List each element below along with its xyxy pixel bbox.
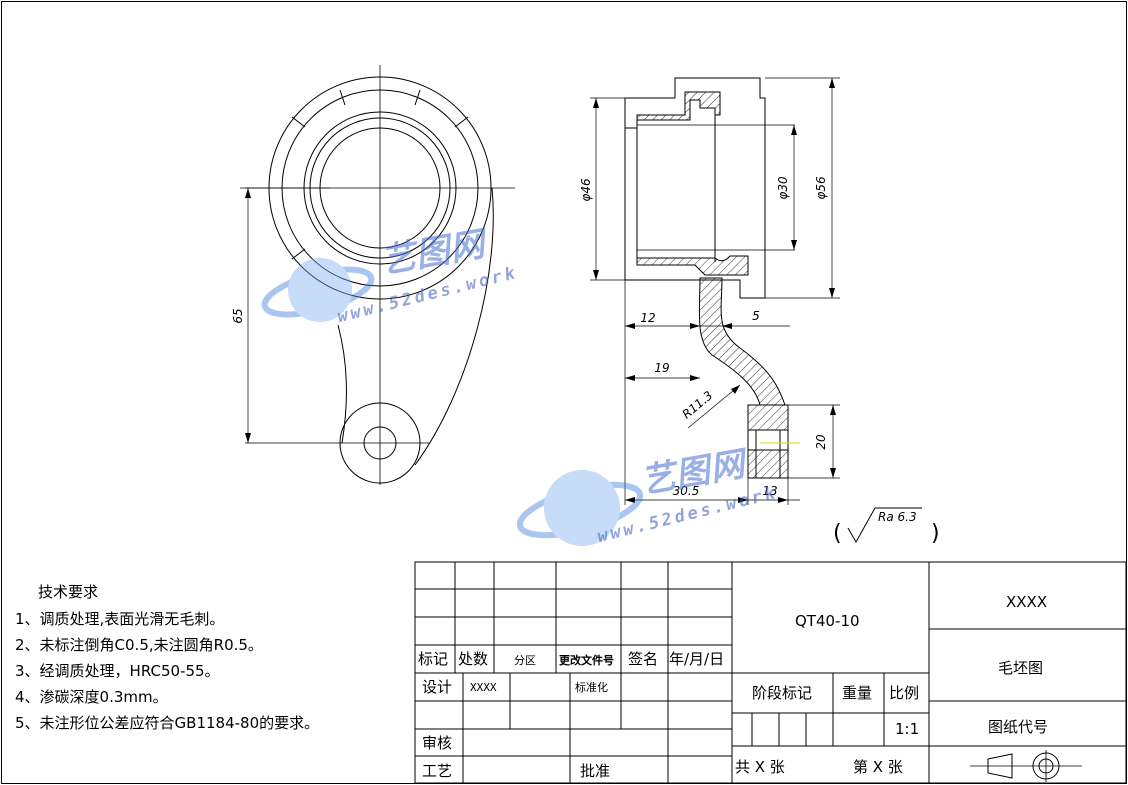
label-mark: 标记 — [418, 650, 449, 668]
dim-5: 5 — [752, 309, 760, 323]
tech-req-item-1: 1、调质处理,表面光滑无毛刺。 — [15, 610, 225, 628]
label-sheets-total: 共 X 张 — [735, 758, 785, 776]
dim-20: 20 — [814, 434, 828, 450]
label-design: 设计 — [422, 678, 453, 696]
dim-305: 30.5 — [673, 484, 700, 498]
label-stage-mark: 阶段标记 — [752, 684, 813, 702]
dim-65: 65 — [231, 308, 245, 323]
watermark-logo — [261, 258, 644, 546]
title-block-grid — [414, 561, 1127, 784]
tech-req-item-4: 4、渗碳深度0.3mm。 — [15, 688, 168, 706]
label-drawing-code: 图纸代号 — [988, 718, 1049, 736]
front-view — [240, 65, 515, 485]
label-scale: 比例 — [889, 684, 920, 702]
label-change-doc: 更改文件号 — [559, 654, 614, 667]
roughness-value: Ra 6.3 — [878, 510, 917, 524]
scale-value: 1:1 — [895, 720, 920, 738]
designer-value: XXXX — [470, 681, 497, 694]
section-view — [590, 77, 840, 505]
tech-req-item-2: 2、未标注倒角C0.5,未注圆角R0.5。 — [15, 636, 263, 654]
label-approve: 批准 — [580, 762, 611, 780]
tech-req-title: 技术要求 — [38, 583, 99, 601]
dim-d56: φ56 — [814, 176, 828, 200]
label-standardize: 标准化 — [575, 681, 608, 694]
tech-req-item-3: 3、经调质处理，HRC50-55。 — [15, 662, 220, 680]
label-review: 审核 — [422, 734, 453, 752]
svg-text:(: ( — [833, 521, 842, 546]
label-zone: 分区 — [514, 654, 536, 667]
label-signature: 签名 — [628, 650, 659, 668]
svg-text:): ) — [931, 521, 940, 546]
dim-19: 19 — [654, 361, 669, 375]
label-process: 工艺 — [422, 762, 453, 780]
tech-req-item-5: 5、未注形位公差应符合GB1184-80的要求。 — [15, 714, 320, 732]
company-value: XXXX — [1006, 593, 1048, 611]
label-weight: 重量 — [842, 684, 873, 702]
drawing-name: 毛坯图 — [998, 659, 1044, 677]
dim-d30: φ30 — [776, 176, 790, 200]
roughness-symbol: ( ) — [833, 507, 940, 546]
dim-d46: φ46 — [579, 178, 593, 202]
dim-12: 12 — [640, 311, 655, 325]
label-sheet-no: 第 X 张 — [853, 758, 903, 776]
dim-r113: R11.3 — [679, 388, 715, 421]
dim-13: 13 — [762, 484, 777, 498]
label-date: 年/月/日 — [669, 650, 725, 668]
material-value: QT40-10 — [795, 612, 860, 630]
label-count: 处数 — [458, 650, 489, 668]
